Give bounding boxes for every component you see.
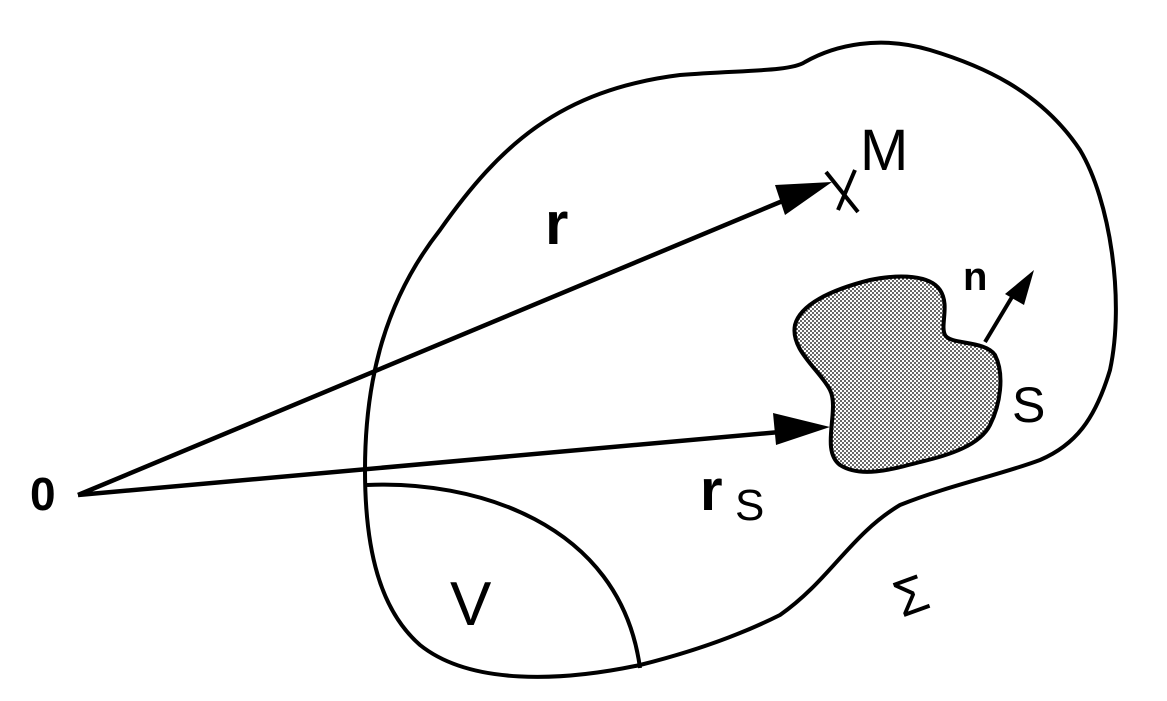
label-m: M — [860, 118, 908, 183]
label-r: r — [545, 190, 568, 257]
point-m-cross-icon — [824, 169, 860, 214]
normal-n-line — [983, 290, 1017, 344]
scatterer-s — [792, 274, 1003, 474]
label-origin: 0 — [30, 468, 56, 520]
label-v: V — [450, 570, 492, 639]
vector-rs-arrowhead — [773, 413, 830, 445]
vector-r-line — [77, 197, 786, 498]
label-s: S — [1012, 377, 1045, 433]
vector-r-arrowhead — [775, 182, 832, 215]
vector-rs-line — [77, 429, 781, 498]
label-rs-sub: S — [735, 481, 764, 530]
subregion-v-boundary — [366, 482, 642, 669]
label-sigma: Σ — [886, 564, 936, 630]
label-rs-main: r — [700, 458, 723, 523]
label-n: n — [963, 255, 987, 299]
region-sigma-boundary — [362, 40, 1118, 679]
normal-n-arrowhead — [1005, 270, 1034, 305]
